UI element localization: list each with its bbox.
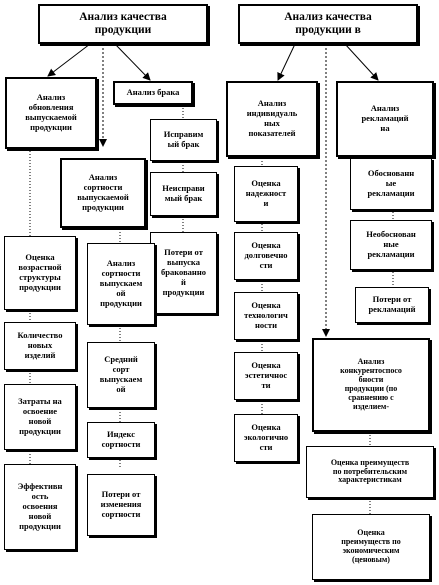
node-new-costs: Затраты на освоение новой продукции: [4, 384, 76, 450]
node-grade-index: Индекс сортности: [87, 422, 155, 458]
node-defect-losses: Потери от выпуска бракованно й продукции: [150, 232, 217, 314]
node-unjustified: Необоснован ные рекламации: [350, 220, 432, 270]
node-grade-losses: Потери от изменения сортности: [87, 474, 155, 536]
node-fixable-defect: Исправим ый брак: [150, 119, 217, 161]
node-ecology: Оценка экологично сти: [234, 414, 298, 462]
node-aesthetics: Оценка эстетичнос ти: [234, 352, 298, 400]
node-consumer-advantages: Оценка преимуществ по потребительским ха…: [306, 446, 434, 498]
node-reliability: Оценка надежност и: [234, 166, 298, 222]
node-grade-mix: Анализ сортности выпускаемой продукции: [60, 158, 146, 228]
node-complaint-losses: Потери от рекламаций: [355, 287, 429, 323]
node-individual: Анализ индивидуаль ных показателей: [226, 81, 318, 157]
node-new-count: Количество новых изделий: [4, 322, 76, 370]
arrow-root-right-to-complaints: [344, 43, 379, 81]
node-economic-advantages: Оценка преимуществ по экономическим (цен…: [312, 514, 430, 580]
node-root-left: Анализ качества продукции: [38, 4, 208, 44]
node-complaints: Анализ рекламаций на: [336, 81, 434, 157]
node-updates: Анализ обновления выпускаемой продукции: [5, 77, 97, 149]
node-grade-analysis: Анализ сортности выпускаем ой продукции: [87, 243, 155, 325]
node-root-right: Анализ качества продукции в: [238, 4, 418, 44]
arrow-root-left-to-updates: [47, 43, 91, 77]
node-justified: Обоснованн ые рекламации: [350, 158, 432, 210]
node-new-efficiency: Эффективн ость освоения новой продукции: [4, 464, 76, 550]
node-unfixable-defect: Неисправи мый брак: [150, 172, 217, 216]
arrow-root-left-to-defects: [114, 43, 151, 81]
node-avg-grade: Средний сорт выпускаем ой: [87, 342, 155, 408]
node-technology: Оценка технологич ности: [234, 292, 298, 340]
node-durability: Оценка долговечно сти: [234, 232, 298, 280]
arrow-root-right-to-individual: [277, 43, 296, 81]
node-defects: Анализ брака: [113, 81, 193, 105]
node-age-structure: Оценка возрастной структуры продукции: [4, 236, 76, 310]
node-competitiveness: Анализ конкурентоспосо бности продукции …: [312, 338, 430, 432]
